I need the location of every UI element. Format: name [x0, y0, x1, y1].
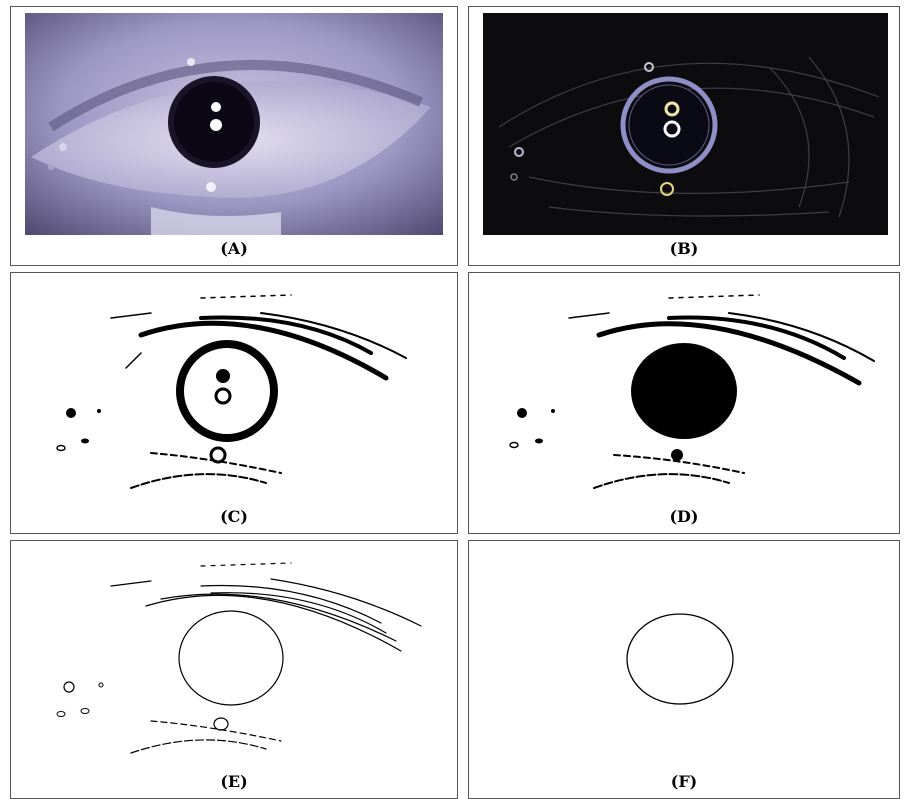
filled-pupil-image — [509, 294, 875, 489]
panel-f-caption: (F) — [670, 772, 698, 791]
edge-enhanced-image — [483, 13, 888, 235]
pupil-boundary-image — [626, 613, 734, 705]
panel-f: (F) — [468, 540, 900, 799]
panel-a: (A) — [10, 6, 458, 266]
panel-c-caption: (C) — [220, 507, 248, 526]
contour-image — [56, 562, 422, 754]
panel-a-caption: (A) — [220, 239, 248, 258]
panel-c: (C) — [10, 272, 458, 534]
binary-edge-image — [56, 294, 407, 489]
panel-e-caption: (E) — [220, 772, 248, 791]
panel-d-caption: (D) — [669, 507, 699, 526]
panel-b: (B) — [468, 6, 900, 266]
panel-d: (D) — [468, 272, 900, 534]
panel-b-caption: (B) — [669, 239, 699, 258]
panel-e: (E) — [10, 540, 458, 799]
eye-photo-image — [25, 13, 443, 235]
